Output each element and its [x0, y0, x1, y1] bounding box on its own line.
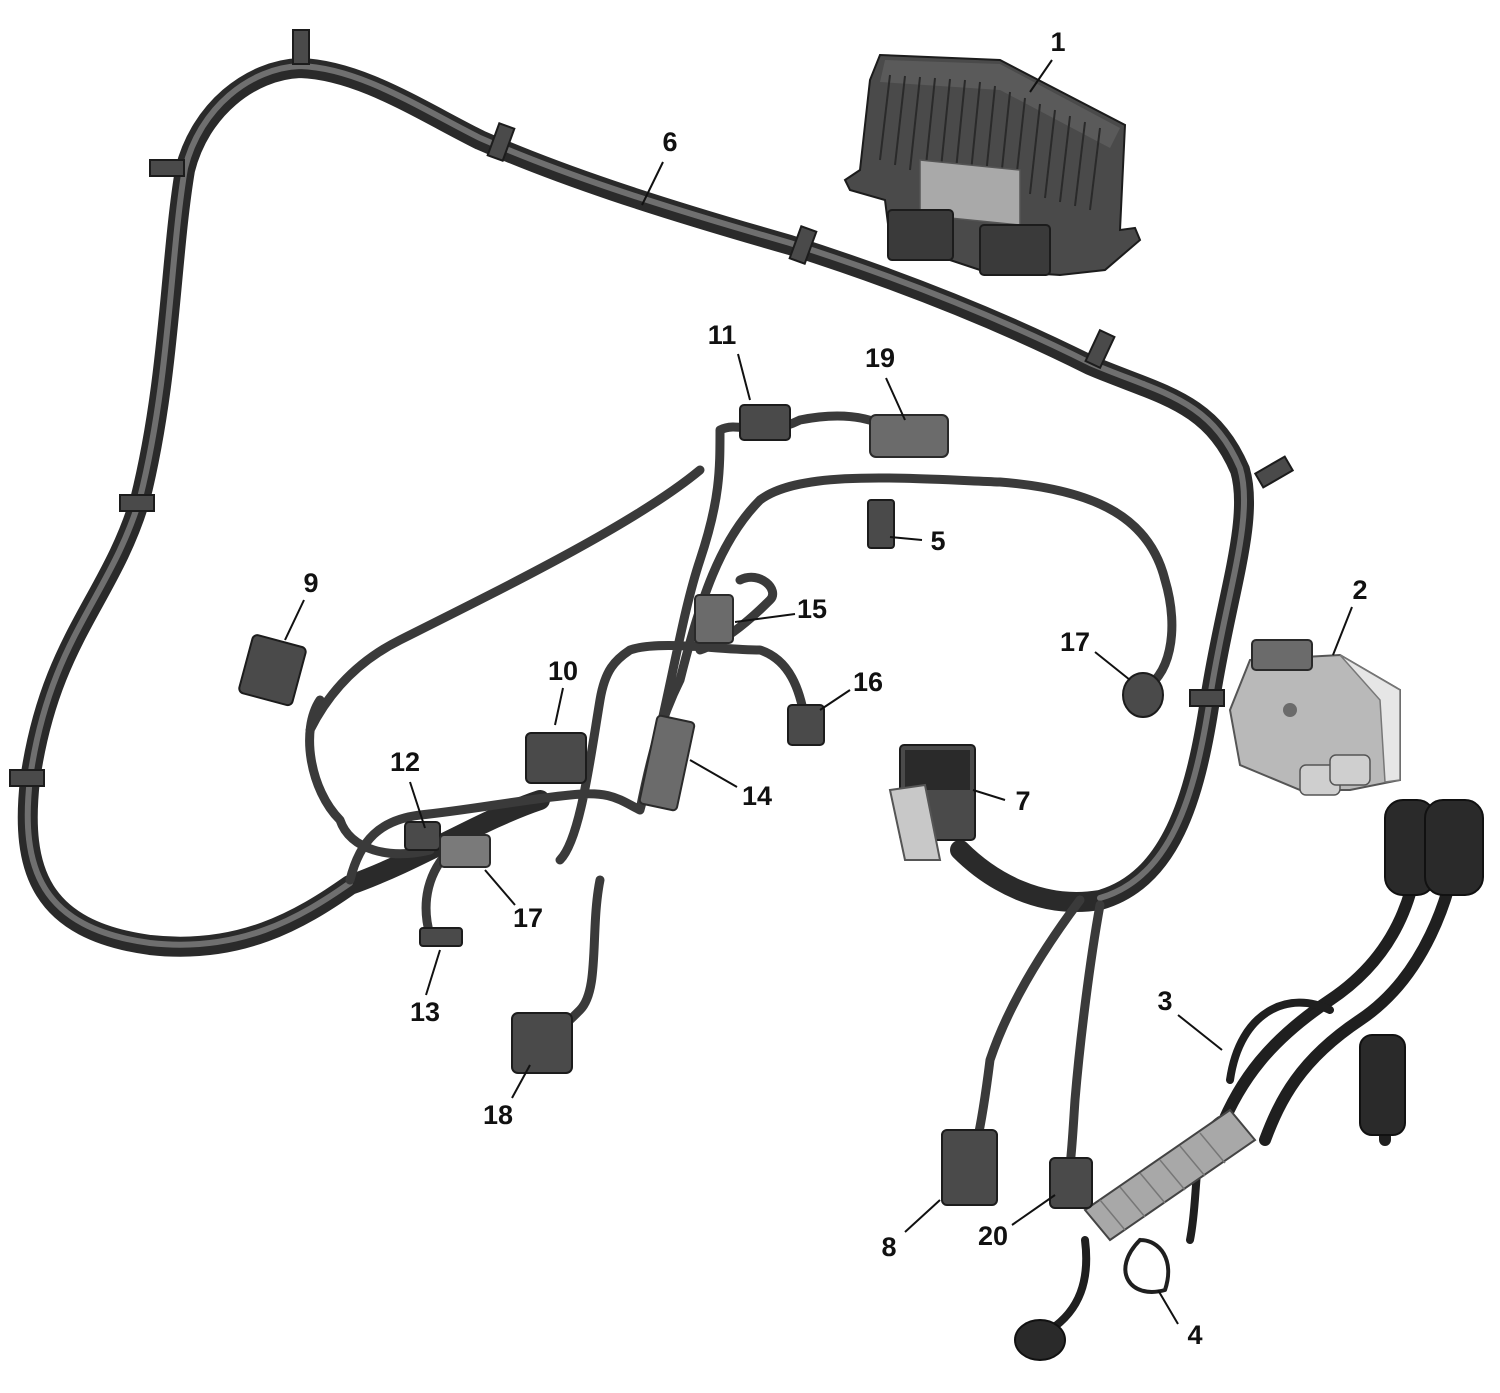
ecm-module	[843, 53, 1142, 277]
callout-7: 7	[1015, 786, 1030, 816]
callout-4: 4	[1187, 1320, 1202, 1350]
callout-15: 15	[797, 594, 827, 624]
harness-clip	[1084, 328, 1116, 370]
spark-plug-cap	[1424, 799, 1484, 896]
cable-sleeve	[1083, 1108, 1257, 1242]
connector-8	[941, 1129, 998, 1206]
callout-16: 16	[853, 667, 883, 697]
callout-labels: 1 2 3 4 5 6 7 8 9 10 11 12 13 14 15 16 1…	[303, 27, 1367, 1350]
connector-18	[511, 1012, 573, 1074]
connector-10	[525, 732, 587, 784]
callout-17-right: 17	[1060, 627, 1090, 657]
harness-clip	[9, 769, 45, 787]
callout-13: 13	[410, 997, 440, 1027]
harness-clip	[292, 29, 310, 65]
harness-clip	[788, 225, 818, 265]
callout-10: 10	[548, 656, 578, 686]
callout-3: 3	[1157, 986, 1172, 1016]
connector-16	[787, 704, 825, 746]
callout-9: 9	[303, 568, 318, 598]
spark-plug-cap	[1359, 1034, 1406, 1136]
ground-connector	[1014, 1319, 1066, 1361]
callout-6: 6	[662, 127, 677, 157]
harness-clip	[486, 122, 516, 162]
inner-harness-branches	[305, 411, 1177, 1170]
connector-17-left	[439, 834, 491, 868]
grommet-17-right	[1122, 672, 1164, 718]
callout-12: 12	[390, 747, 420, 777]
sensor-13	[419, 927, 463, 947]
callout-18: 18	[483, 1100, 513, 1130]
connector-12	[404, 821, 441, 851]
connector-11	[739, 404, 791, 441]
main-connector	[888, 744, 976, 861]
callout-17-left: 17	[513, 903, 543, 933]
connector-latch	[888, 783, 942, 861]
connector-15	[694, 594, 734, 644]
callout-5: 5	[930, 526, 945, 556]
harness-clip	[119, 494, 155, 512]
connector-19	[869, 414, 949, 458]
callout-14: 14	[742, 781, 772, 811]
connector-14	[638, 714, 696, 812]
callout-20: 20	[978, 1221, 1008, 1251]
leader-lines	[284, 59, 1353, 1325]
cable-tie	[1123, 1238, 1171, 1294]
callout-2: 2	[1352, 575, 1367, 605]
harness-clip	[1253, 455, 1295, 489]
harness-clip-5	[867, 499, 895, 549]
ignition-cable-set	[1014, 799, 1484, 1361]
connector-9	[238, 634, 307, 707]
harness-clip	[149, 159, 185, 177]
callout-11: 11	[708, 320, 737, 350]
callout-1: 1	[1050, 27, 1065, 57]
connector-20	[1049, 1157, 1093, 1209]
callout-19: 19	[865, 343, 895, 373]
callout-8: 8	[881, 1232, 896, 1262]
harness-clip	[1189, 689, 1225, 707]
main-harness-loop	[9, 29, 1295, 957]
voltage-regulator	[1228, 639, 1401, 796]
